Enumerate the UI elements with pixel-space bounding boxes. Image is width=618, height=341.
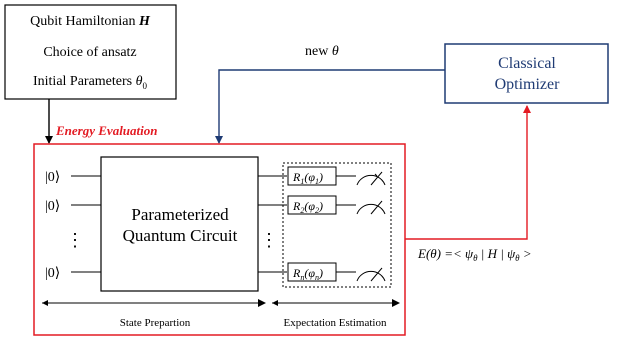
circuit-label-line2: Quantum Circuit xyxy=(123,226,238,245)
svg-text:R1(φ1): R1(φ1) xyxy=(292,170,323,186)
input-line-hamiltonian: Qubit Hamiltonian H xyxy=(30,14,151,29)
qubit-label-2: |0⟩ xyxy=(45,199,60,214)
qubit-label-3: |0⟩ xyxy=(45,266,60,281)
qubit-label-1: |0⟩ xyxy=(45,170,60,185)
input-line-ansatz: Choice of ansatz xyxy=(43,45,136,60)
input-box: Qubit Hamiltonian H Choice of ansatz Ini… xyxy=(4,4,177,100)
qubit-dots-right: ⋮ xyxy=(260,230,278,250)
feedback-arrow xyxy=(215,69,445,144)
measurement-meter-2-icon xyxy=(356,200,386,215)
measurement-meter-n-icon xyxy=(356,267,386,282)
rotation-gate-n: Rn(φn) xyxy=(287,262,337,282)
energy-formula: E(θ) =< ψθ | H | ψθ > xyxy=(417,246,532,263)
rotation-gate-2: R2(φ2) xyxy=(287,195,337,215)
optimizer-label-line2: Optimizer xyxy=(495,76,561,93)
circuit-label-line1: Parameterized xyxy=(131,205,229,224)
output-wires xyxy=(258,175,287,273)
state-preparation-label: State Prepartion xyxy=(120,317,191,329)
rotation-gate-1: R1(φ1) xyxy=(287,166,337,186)
parameterized-circuit-block: Parameterized Quantum Circuit xyxy=(100,156,259,292)
classical-optimizer-box: Classical Optimizer xyxy=(444,43,609,104)
energy-evaluation-title: Energy Evaluation xyxy=(55,123,158,138)
input-wires xyxy=(71,175,101,273)
measurement-meter-1-icon xyxy=(356,171,386,186)
input-line-parameters: Initial Parameters θ0 xyxy=(33,74,148,91)
svg-text:Rn(φn): Rn(φn) xyxy=(292,266,323,282)
gate-to-meter-wires xyxy=(336,175,356,273)
energy-to-optimizer-arrow xyxy=(405,105,531,240)
measurement-region xyxy=(282,162,392,288)
qubit-dots-left: ⋮ xyxy=(66,230,84,250)
expectation-estimation-label: Expectation Estimation xyxy=(284,317,387,329)
new-theta-label: new θ xyxy=(305,44,339,59)
svg-text:R2(φ2): R2(φ2) xyxy=(292,199,323,215)
optimizer-label-line1: Classical xyxy=(498,55,556,72)
